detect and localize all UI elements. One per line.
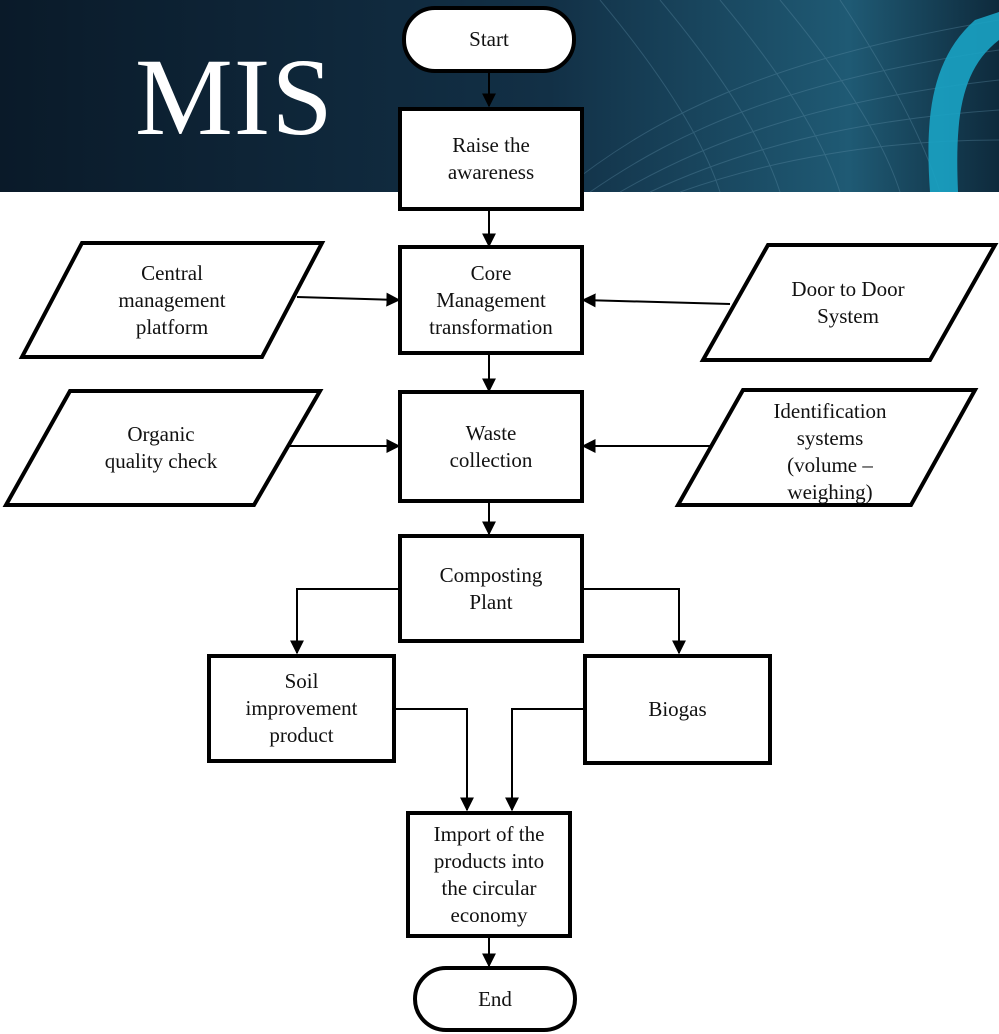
- end-terminal: [413, 966, 577, 1032]
- central-line-1: Central: [141, 260, 203, 285]
- arrow-soil-import: [394, 708, 474, 812]
- central-line-3: platform: [135, 314, 209, 339]
- composting-line-2: Plant: [469, 589, 513, 614]
- waste-label: Waste collection: [400, 392, 582, 501]
- import-line-2: products into: [433, 848, 545, 873]
- biogas-label: Biogas: [585, 656, 770, 763]
- start-text: Start: [469, 27, 509, 51]
- waste-line-1: Waste: [465, 420, 517, 445]
- composting-line-1: Composting: [439, 562, 543, 587]
- soil-line-1: Soil: [284, 669, 319, 693]
- arrow-composting-biogas: [582, 588, 686, 655]
- import-line-4: economy: [450, 902, 528, 927]
- import-line-3: the circular: [441, 875, 537, 900]
- central-line-2: management: [118, 287, 226, 312]
- arrow-door-core: [581, 293, 731, 308]
- identification-input: [674, 388, 979, 507]
- core-label: Core Management transformation: [400, 247, 582, 353]
- raise-line-2: awareness: [447, 160, 535, 184]
- biogas-box: [583, 654, 772, 765]
- central-label: Central management platform: [72, 243, 272, 357]
- start-label: Start: [404, 8, 574, 71]
- soil-line-3: product: [269, 723, 334, 747]
- import-label: Import of the products into the circular…: [408, 813, 570, 936]
- soil-line-2: improvement: [245, 696, 358, 720]
- door-line-1: Door to Door: [791, 276, 905, 301]
- soil-product-box: [207, 654, 396, 763]
- end-text: End: [478, 986, 512, 1011]
- node-shapes: [2, 6, 999, 1032]
- composting-plant-box: [398, 534, 584, 643]
- core-management-box: [398, 245, 584, 355]
- waste-line-2: collection: [449, 447, 533, 472]
- biogas-text: Biogas: [648, 697, 707, 721]
- door-label: Door to Door System: [748, 245, 948, 360]
- organic-label: Organic quality check: [66, 391, 256, 505]
- central-platform-input: [18, 241, 326, 359]
- ident-line-2: systems: [796, 426, 864, 450]
- ident-line-4: weighing): [787, 480, 873, 504]
- banner-title: MIS: [135, 36, 334, 158]
- organic-check-input: [2, 389, 324, 507]
- start-terminal: [402, 6, 576, 73]
- ident-line-3: (volume –: [787, 453, 873, 477]
- soil-label: Soil improvement product: [209, 656, 394, 761]
- core-line-3: transformation: [429, 314, 553, 339]
- arrow-central-core: [296, 292, 401, 307]
- core-line-2: Management: [436, 287, 546, 312]
- arrow-composting-soil: [290, 588, 400, 655]
- import-products-box: [406, 811, 572, 938]
- organic-line-1: Organic: [127, 422, 195, 446]
- ident-line-1: Identification: [773, 399, 887, 423]
- connectors: [278, 72, 731, 968]
- door-to-door-input: [699, 243, 999, 362]
- arrow-biogas-import: [505, 708, 585, 812]
- ident-label: Identification systems (volume – weighin…: [735, 388, 925, 516]
- raise-line-1: Raise the: [452, 133, 530, 157]
- raise-label: Raise the awareness: [400, 109, 582, 209]
- core-line-1: Core: [470, 260, 512, 285]
- raise-awareness-box: [398, 107, 584, 211]
- door-line-2: System: [817, 303, 879, 328]
- end-label: End: [415, 968, 575, 1030]
- organic-line-2: quality check: [104, 449, 218, 473]
- composting-label: Composting Plant: [400, 536, 582, 641]
- teal-swoosh: [928, 12, 999, 192]
- import-line-1: Import of the: [433, 821, 545, 846]
- waste-collection-box: [398, 390, 584, 503]
